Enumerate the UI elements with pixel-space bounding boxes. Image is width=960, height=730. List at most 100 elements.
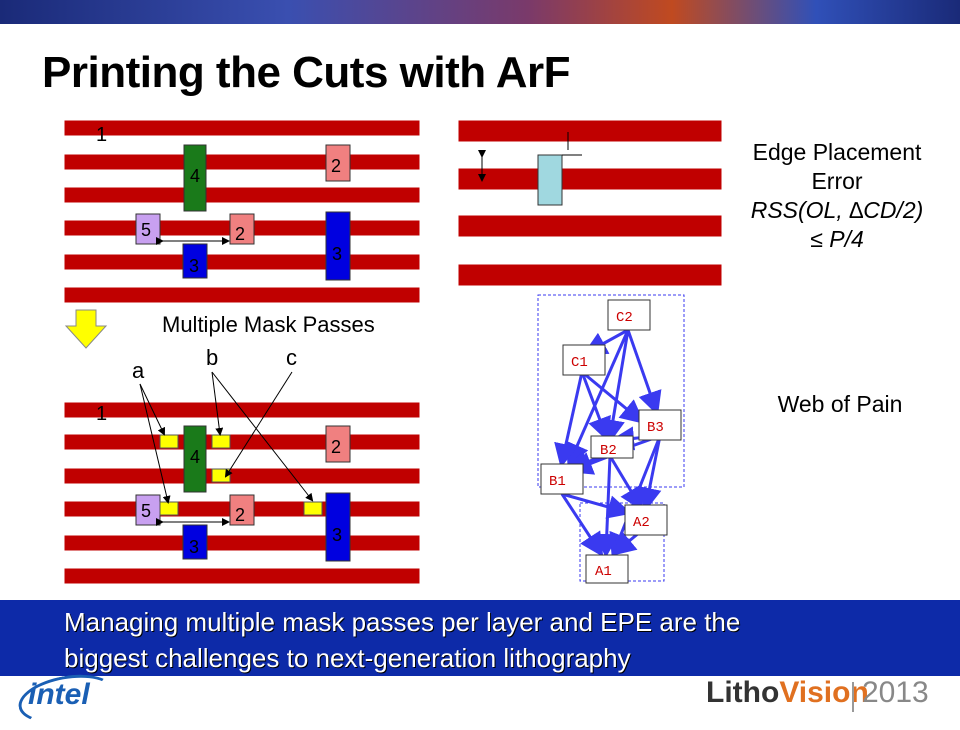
dashed-group <box>537 294 685 488</box>
node-b1 <box>540 463 584 495</box>
cut-label: 2 <box>331 156 341 176</box>
multiple-mask-passes-label: Multiple Mask Passes <box>162 312 375 337</box>
dependency-arrow <box>601 329 630 444</box>
metal-line <box>457 214 723 238</box>
mask-pass-cut <box>211 468 231 483</box>
metal-line <box>457 119 723 143</box>
takeaway-line: biggest challenges to next-generation li… <box>64 643 631 673</box>
cut-label: 4 <box>190 166 200 186</box>
diagram-canvas: 1 4 2 5 2 3 3 Multiple Mask Passes a b c… <box>63 119 723 585</box>
pointer-line <box>139 383 166 436</box>
dependency-arrow <box>626 329 662 416</box>
cut-label: 2 <box>235 505 245 525</box>
node-b2 <box>590 435 634 459</box>
cut-label: 3 <box>189 256 199 276</box>
cut-label: 2 <box>331 437 341 457</box>
intel-logo: intel <box>28 678 90 711</box>
node-label: B3 <box>647 420 664 436</box>
pointer-line <box>139 383 171 504</box>
pointer-line <box>211 371 314 502</box>
node-label: C2 <box>616 310 633 326</box>
epe-line: ≤ P/4 <box>810 226 864 252</box>
mask-pass-cut <box>211 434 231 449</box>
cut-2 <box>325 144 351 182</box>
node-label: B2 <box>600 443 617 459</box>
cut-3 <box>325 211 351 281</box>
metal-line <box>63 186 421 204</box>
year-label: 2013 <box>862 676 929 709</box>
vision-text: Vision <box>779 676 869 709</box>
epe-diagram <box>457 119 723 287</box>
takeaway-text: Managing multiple mask passes per layer … <box>64 604 944 676</box>
dependency-arrow <box>561 492 632 519</box>
node-c2 <box>607 299 651 331</box>
node-label: C1 <box>571 355 588 371</box>
cut-diagram-top: 1 4 2 5 2 3 3 <box>63 119 421 304</box>
metal-line <box>63 433 421 451</box>
top-banner <box>0 0 960 24</box>
pass-label-c: c <box>286 345 297 370</box>
mask-pass-cut <box>159 434 179 449</box>
mask-pass-cut <box>159 501 179 516</box>
cut-label: 2 <box>235 224 245 244</box>
epe-line: Edge Placement <box>752 139 922 165</box>
litho-text: Litho <box>706 676 780 709</box>
cut-label: 5 <box>141 220 151 240</box>
dependency-arrow <box>560 493 604 558</box>
cut-2 <box>229 213 255 245</box>
lithovision-logo: LithoVision <box>706 676 869 710</box>
metal-line <box>63 253 421 271</box>
dependency-arrow <box>608 455 644 512</box>
metal-line <box>63 153 421 171</box>
web-of-pain-label: Web of Pain <box>777 391 903 417</box>
dependency-arrow <box>554 371 584 468</box>
cut-3 <box>182 243 208 279</box>
metal-line <box>63 467 421 485</box>
node-label: B1 <box>549 474 566 490</box>
cut-label: 3 <box>189 537 199 557</box>
epe-line: RSS(OL, ∆CD/2) <box>750 197 924 223</box>
logo-separator <box>852 682 854 712</box>
metal-line <box>63 567 421 585</box>
cut-2 <box>229 494 255 526</box>
cut-diagram-bottom: 1 4 2 5 2 3 3 <box>63 371 421 585</box>
node-label: A1 <box>595 564 612 580</box>
pass-label-a: a <box>132 358 145 383</box>
epe-line: Error <box>811 168 863 194</box>
takeaway-line: Managing multiple mask passes per layer … <box>64 607 741 637</box>
cut-label: 4 <box>190 447 200 467</box>
metal-line <box>457 167 723 191</box>
pointer-line <box>211 371 224 436</box>
cut-3 <box>325 492 351 562</box>
node-a2 <box>624 504 668 536</box>
node-c1 <box>562 344 606 376</box>
dependency-arrow <box>581 370 645 424</box>
pointer-line <box>224 371 293 478</box>
cut-label: 3 <box>332 244 342 264</box>
cut-label: 3 <box>332 525 342 545</box>
dependency-arrow <box>566 329 630 468</box>
metal-line <box>457 263 723 287</box>
dependency-arrow <box>594 455 619 558</box>
line-label: 1 <box>96 403 107 425</box>
cut-2 <box>325 425 351 463</box>
down-arrow-icon <box>64 309 108 349</box>
node-b3 <box>638 409 682 441</box>
dependency-arrow <box>637 435 662 512</box>
metal-line <box>63 119 421 137</box>
cut-4 <box>183 144 207 212</box>
epe-description: Edge Placement Error RSS(OL, ∆CD/2) ≤ P/… <box>724 138 950 254</box>
cut-4 <box>183 425 207 493</box>
cut-label: 5 <box>141 501 151 521</box>
page-title: Printing the Cuts with ArF <box>42 48 571 97</box>
pass-label-b: b <box>206 345 218 370</box>
metal-line <box>63 534 421 552</box>
node-a1 <box>585 554 629 584</box>
node-label: A2 <box>633 515 650 531</box>
epe-cut <box>537 154 563 206</box>
mask-pass-cut <box>303 501 323 516</box>
metal-line <box>63 286 421 304</box>
dependency-arrow <box>580 371 611 442</box>
takeaway-bar <box>0 600 960 676</box>
web-of-pain-diagram: C2 C1 B3 B2 B1 A2 A1 <box>537 294 685 584</box>
